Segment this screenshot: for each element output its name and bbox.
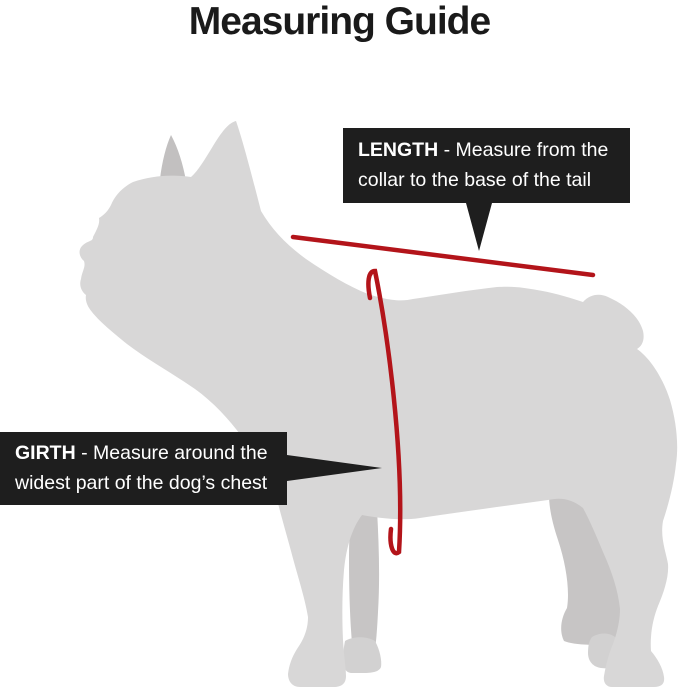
length-text-1: - Measure from the (443, 139, 609, 161)
length-text-2: collar to the base of the tail (358, 169, 592, 191)
dog-far-rear-leg-shape (549, 495, 622, 645)
dog-far-ear-shape (160, 135, 186, 181)
girth-tape-ellipse (366, 268, 403, 556)
girth-callout: GIRTH - Measure around the widest part o… (0, 432, 382, 505)
length-label: LENGTH (358, 139, 439, 161)
girth-text-2: widest part of the dog’s chest (15, 472, 268, 494)
girth-text-1: - Measure around the (81, 442, 268, 464)
length-callout-pointer-icon (466, 203, 492, 251)
dog-body-shape (79, 121, 678, 687)
length-callout: LENGTH - Measure from the collar to the … (343, 128, 630, 251)
length-callout-line1: LENGTH - Measure from the (358, 135, 630, 165)
dog-far-front-foot-shape (343, 637, 382, 673)
dog-far-front-leg-shape (349, 510, 380, 654)
length-callout-line2: collar to the base of the tail (358, 165, 630, 195)
girth-callout-line1: GIRTH - Measure around the (15, 438, 287, 468)
girth-label: GIRTH (15, 442, 76, 464)
page-title: Measuring Guide (188, 0, 491, 43)
girth-callout-pointer-icon (287, 455, 382, 481)
girth-callout-line2: widest part of the dog’s chest (15, 468, 287, 498)
length-measure-line (290, 234, 596, 278)
